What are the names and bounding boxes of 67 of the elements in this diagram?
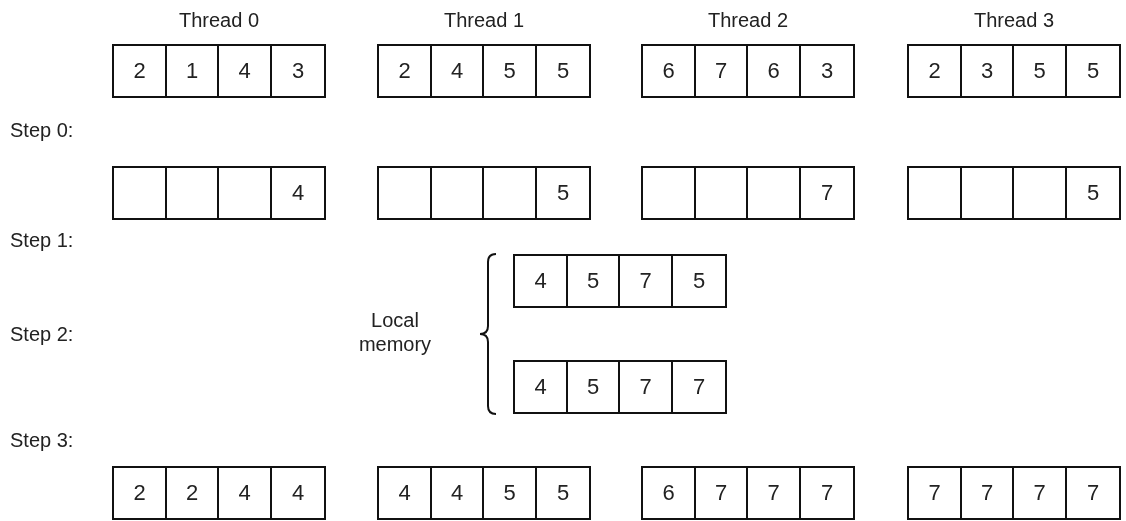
array-cell: 7: [962, 468, 1014, 518]
array-box: [641, 166, 855, 220]
array-cell: 4: [515, 256, 568, 306]
array-cell: 4: [272, 168, 324, 218]
array-cell: 2: [167, 468, 219, 518]
array-cell: 5: [568, 256, 620, 306]
step-label: Step 0:: [10, 118, 74, 142]
array-cell: 5: [484, 46, 537, 96]
array-cell: 4: [432, 468, 484, 518]
array-cell: 4: [515, 362, 568, 412]
array-cell: 4: [219, 468, 272, 518]
array-box: [513, 254, 727, 308]
array-cell: 4: [219, 46, 272, 96]
array-cell: 7: [801, 168, 853, 218]
column-heading: Thread 1: [442, 8, 526, 32]
array-cell: 7: [696, 468, 748, 518]
array-box: [112, 166, 326, 220]
array-cell: 5: [568, 362, 620, 412]
array-cell: 3: [801, 46, 853, 96]
array-cell: 7: [620, 362, 673, 412]
array-cell: 4: [272, 468, 324, 518]
column-heading: Thread 2: [706, 8, 790, 32]
array-cell: 2: [379, 46, 432, 96]
array-cell: 5: [1067, 168, 1119, 218]
column-heading: Thread 0: [177, 8, 261, 32]
array-cell: 6: [643, 468, 696, 518]
array-cell: 7: [620, 256, 673, 306]
step-label: Step 3:: [10, 428, 74, 452]
side-label: Local memory: [357, 308, 433, 356]
array-cell: 7: [673, 362, 725, 412]
array-box: [112, 466, 326, 520]
array-cell: 4: [379, 468, 432, 518]
array-cell: 7: [1067, 468, 1119, 518]
column-heading: Thread 3: [972, 8, 1056, 32]
array-box: [377, 44, 591, 98]
array-box: [112, 44, 326, 98]
array-cell: 5: [1067, 46, 1119, 96]
array-cell: 6: [643, 46, 696, 96]
array-cell: 5: [537, 468, 589, 518]
array-box: [513, 360, 727, 414]
array-box: [641, 466, 855, 520]
step-label: Step 1:: [10, 228, 74, 252]
array-cell: 7: [696, 46, 748, 96]
array-cell: 2: [114, 46, 167, 96]
array-cell: 5: [1014, 46, 1067, 96]
array-box: [907, 466, 1121, 520]
array-box: [377, 166, 591, 220]
array-cell: 5: [673, 256, 725, 306]
step-label: Step 2:: [10, 322, 74, 346]
array-cell: 7: [909, 468, 962, 518]
array-box: [907, 44, 1121, 98]
array-cell: 2: [114, 468, 167, 518]
array-cell: 5: [537, 168, 589, 218]
array-cell: 6: [748, 46, 801, 96]
array-cell: 5: [537, 46, 589, 96]
array-cell: 3: [272, 46, 324, 96]
array-box: [907, 166, 1121, 220]
array-cell: 7: [801, 468, 853, 518]
array-cell: 1: [167, 46, 219, 96]
array-box: [377, 466, 591, 520]
array-cell: 7: [748, 468, 801, 518]
array-box: [641, 44, 855, 98]
array-cell: 4: [432, 46, 484, 96]
array-cell: 2: [909, 46, 962, 96]
array-cell: 3: [962, 46, 1014, 96]
array-cell: 5: [484, 468, 537, 518]
array-cell: 7: [1014, 468, 1067, 518]
